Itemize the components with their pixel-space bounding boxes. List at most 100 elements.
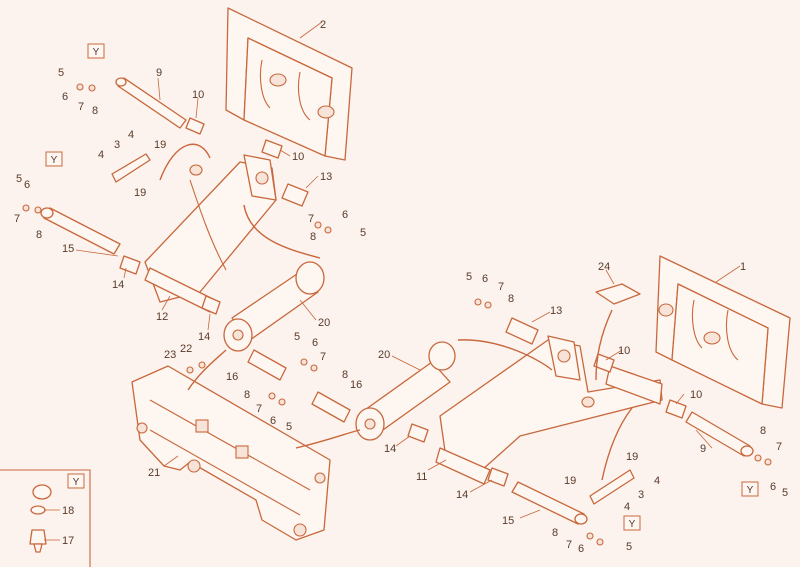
callout-23: 23 xyxy=(164,349,176,361)
callout-16: 16 xyxy=(350,379,362,391)
pin-15-left xyxy=(40,207,121,255)
callout-21: 21 xyxy=(148,467,160,479)
callout-7: 7 xyxy=(14,213,20,225)
callout-8: 8 xyxy=(310,231,316,243)
frame-21 xyxy=(131,365,331,541)
callout-10: 10 xyxy=(690,389,702,401)
callout-7: 7 xyxy=(498,281,504,293)
callout-7: 7 xyxy=(566,539,572,551)
callout-13: 13 xyxy=(550,305,562,317)
hydraulic-cylinder-upper xyxy=(223,261,325,352)
callout-20: 20 xyxy=(318,317,330,329)
callout-14: 14 xyxy=(112,279,124,291)
lift-arm-12 xyxy=(144,154,277,313)
callout-19: 19 xyxy=(626,451,638,463)
callout-10: 10 xyxy=(618,345,630,357)
reference-marker-y-1: Y xyxy=(87,43,105,59)
callout-19: 19 xyxy=(134,187,146,199)
callout-19: 19 xyxy=(564,475,576,487)
callout-5: 5 xyxy=(782,487,788,499)
callout-2: 2 xyxy=(320,19,326,31)
callout-15: 15 xyxy=(62,243,74,255)
reference-marker-y-2: Y xyxy=(45,151,63,167)
fastener-hardware xyxy=(22,83,772,546)
reference-marker-y-5: Y xyxy=(67,473,85,489)
callout-22: 22 xyxy=(180,343,192,355)
svg-text:Y: Y xyxy=(93,47,100,58)
callout-10: 10 xyxy=(292,151,304,163)
callout-13: 13 xyxy=(320,171,332,183)
callout-14: 14 xyxy=(456,489,468,501)
callout-7: 7 xyxy=(320,351,326,363)
callout-7: 7 xyxy=(78,101,84,113)
callout-6: 6 xyxy=(578,543,584,555)
mounting-plate-1 xyxy=(655,255,791,409)
callout-20: 20 xyxy=(378,349,390,361)
callout-11: 11 xyxy=(416,471,427,483)
callout-15: 15 xyxy=(502,515,514,527)
callout-5: 5 xyxy=(626,541,632,553)
callout-1: 1 xyxy=(740,261,746,273)
callout-7: 7 xyxy=(776,441,782,453)
callout-4: 4 xyxy=(654,475,660,487)
callout-5: 5 xyxy=(466,271,472,283)
callout-9: 9 xyxy=(156,67,162,79)
callout-5: 5 xyxy=(286,421,292,433)
callout-8: 8 xyxy=(552,527,558,539)
svg-text:Y: Y xyxy=(629,519,636,530)
detail-box-y xyxy=(0,469,91,567)
callout-6: 6 xyxy=(482,273,488,285)
callout-6: 6 xyxy=(770,481,776,493)
callout-8: 8 xyxy=(508,293,514,305)
callout-24: 24 xyxy=(598,261,610,273)
callout-8: 8 xyxy=(244,389,250,401)
mounting-plate-2 xyxy=(225,7,353,161)
lift-arm-11 xyxy=(435,335,663,485)
callout-8: 8 xyxy=(760,425,766,437)
pin-9-right xyxy=(685,411,754,457)
callout-6: 6 xyxy=(312,337,318,349)
svg-text:Y: Y xyxy=(73,477,80,488)
callout-9: 9 xyxy=(700,443,706,455)
callout-16: 16 xyxy=(226,371,238,383)
callout-4: 4 xyxy=(98,149,104,161)
callout-7: 7 xyxy=(256,403,262,415)
assembly-arrows xyxy=(159,143,633,481)
svg-text:Y: Y xyxy=(51,155,58,166)
callout-5: 5 xyxy=(58,67,64,79)
svg-text:Y: Y xyxy=(747,485,754,496)
callout-5: 5 xyxy=(294,331,300,343)
callout-14: 14 xyxy=(384,443,396,455)
reference-marker-y-4: Y xyxy=(623,515,641,531)
callout-8: 8 xyxy=(92,105,98,117)
callout-4: 4 xyxy=(624,501,630,513)
callout-4: 4 xyxy=(128,129,134,141)
link-3-left xyxy=(111,153,151,183)
callout-8: 8 xyxy=(342,369,348,381)
leader-lines xyxy=(44,21,741,541)
callout-8: 8 xyxy=(36,229,42,241)
reference-marker-y-3: Y xyxy=(741,481,759,497)
pin-15-bottom xyxy=(511,481,588,525)
hydraulic-cylinder-lower xyxy=(355,341,456,441)
link-3-right xyxy=(589,469,635,505)
callout-7: 7 xyxy=(308,213,314,225)
callout-3: 3 xyxy=(114,139,120,151)
callout-6: 6 xyxy=(342,209,348,221)
callout-6: 6 xyxy=(270,415,276,427)
callout-19: 19 xyxy=(154,139,166,151)
callout-labels: 2 1 9 10 10 13 5 6 7 8 3 4 4 19 19 5 6 7… xyxy=(14,19,788,555)
callout-10: 10 xyxy=(192,89,204,101)
callout-12: 12 xyxy=(156,311,168,323)
callout-5: 5 xyxy=(16,173,22,185)
callout-3: 3 xyxy=(638,489,644,501)
callout-6: 6 xyxy=(62,91,68,103)
callout-6: 6 xyxy=(24,179,30,191)
bushings xyxy=(119,117,687,487)
plate-24 xyxy=(595,283,641,305)
callout-14: 14 xyxy=(198,331,210,343)
pin-9-upper xyxy=(115,77,187,129)
callout-17: 17 xyxy=(62,535,74,547)
